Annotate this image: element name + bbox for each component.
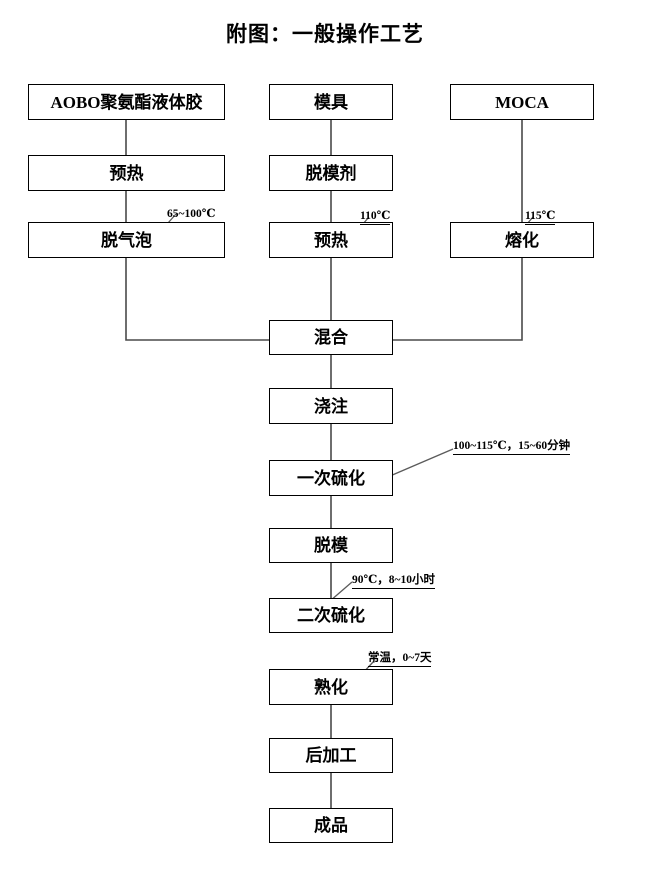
node-release-agent-label: 脱模剂 bbox=[305, 163, 357, 183]
node-primary-vulcanization[interactable]: 一次硫化 bbox=[269, 460, 393, 496]
node-melt[interactable]: 熔化 bbox=[450, 222, 594, 258]
node-finished-product[interactable]: 成品 bbox=[269, 808, 393, 843]
annotation-degas-temperature: 65~100℃ bbox=[167, 208, 216, 223]
leader-cure1 bbox=[382, 448, 454, 480]
node-mix[interactable]: 混合 bbox=[269, 320, 393, 355]
node-post-processing-label: 后加工 bbox=[305, 746, 357, 765]
node-demold[interactable]: 脱模 bbox=[269, 528, 393, 563]
node-degas-label: 脱气泡 bbox=[101, 230, 152, 250]
edge-melt-mix bbox=[393, 258, 523, 341]
node-degas[interactable]: 脱气泡 bbox=[28, 222, 225, 258]
node-pour[interactable]: 浇注 bbox=[269, 388, 393, 424]
node-aobo-label: AOBO聚氨酯液体胶 bbox=[50, 92, 203, 112]
node-melt-label: 熔化 bbox=[505, 230, 539, 250]
node-demold-label: 脱模 bbox=[314, 536, 348, 555]
node-secondary-vulcanization-label: 二次硫化 bbox=[297, 606, 365, 625]
node-post-processing[interactable]: 后加工 bbox=[269, 738, 393, 773]
node-pour-label: 浇注 bbox=[314, 396, 348, 416]
edge-degas-mix bbox=[125, 258, 269, 341]
node-preheat-adhesive-label: 预热 bbox=[109, 163, 144, 183]
node-maturation[interactable]: 熟化 bbox=[269, 669, 393, 705]
node-finished-product-label: 成品 bbox=[314, 816, 348, 835]
node-mix-label: 混合 bbox=[314, 328, 348, 347]
node-preheat-mold[interactable]: 预热 bbox=[269, 222, 393, 258]
node-maturation-label: 熟化 bbox=[314, 677, 348, 697]
node-mold-label: 模具 bbox=[314, 92, 348, 112]
node-release-agent[interactable]: 脱模剂 bbox=[269, 155, 393, 191]
node-preheat-adhesive[interactable]: 预热 bbox=[28, 155, 225, 191]
annotation-primary-vulcanization-condition: 100~115℃，15~60分钟 bbox=[453, 440, 571, 455]
node-primary-vulcanization-label: 一次硫化 bbox=[297, 468, 365, 488]
annotation-maturation-condition: 常温，0~7天 bbox=[368, 652, 432, 667]
annotation-secondary-vulcanization-condition: 90℃，8~10小时 bbox=[352, 574, 436, 589]
annotation-preheat-mold-temperature: 110℃ bbox=[360, 210, 391, 225]
node-moca-label: MOCA bbox=[495, 92, 549, 112]
node-preheat-mold-label: 预热 bbox=[314, 230, 348, 250]
node-mold[interactable]: 模具 bbox=[269, 84, 393, 120]
node-moca[interactable]: MOCA bbox=[450, 84, 594, 120]
page-title: 附图：一般操作工艺 bbox=[226, 22, 424, 46]
annotation-melt-temperature: 115℃ bbox=[525, 210, 556, 225]
node-secondary-vulcanization[interactable]: 二次硫化 bbox=[269, 598, 393, 633]
node-aobo[interactable]: AOBO聚氨酯液体胶 bbox=[28, 84, 225, 120]
